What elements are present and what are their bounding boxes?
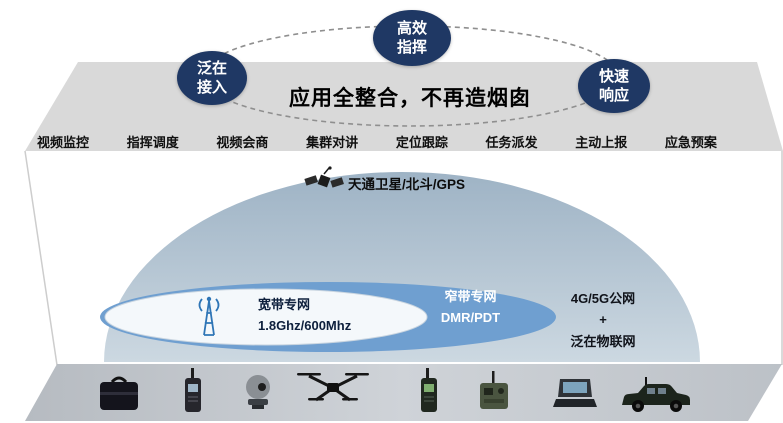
app-label-video-surveillance: 视频监控 [37, 135, 90, 150]
app-label-task-assignment: 任务派发 [485, 135, 538, 150]
broadband-network-label: 宽带专网 1.8Ghz/600Mhz [258, 297, 352, 334]
badge-rapid-response: 快速 响应 [578, 59, 650, 113]
app-label-active-reporting: 主动上报 [575, 135, 628, 150]
equipment-case-icon [96, 374, 142, 419]
drone-icon [296, 368, 370, 413]
app-label-trunked-talk: 集群对讲 [306, 135, 359, 150]
headline: 应用全整合，不再造烟囱 [289, 87, 531, 110]
app-label-position-tracking: 定位跟踪 [395, 135, 448, 150]
portable-terminal-icon [552, 377, 598, 418]
badge-efficient-command: 高效 指挥 [373, 10, 451, 66]
public-network-label: 4G/5G公网 + 泛在物联网 [570, 291, 636, 349]
ptz-camera-icon [240, 374, 276, 417]
broadband-ellipse [104, 288, 428, 346]
satellite-icon [303, 166, 345, 201]
handheld-radio2-icon [418, 368, 440, 419]
app-label-row: 视频监控 指挥调度 视频会商 集群对讲 定位跟踪 任务派发 主动上报 应急预案 [37, 132, 717, 151]
left-edge-line [24, 150, 58, 366]
satellite-label: 天通卫星/北斗/GPS [348, 177, 466, 192]
narrowband-network-label: 窄带专网 DMR/PDT [440, 289, 501, 326]
command-vehicle-icon [616, 376, 696, 419]
app-label-command-dispatch: 指挥调度 [126, 135, 179, 150]
app-label-video-conference: 视频会商 [216, 135, 269, 150]
badge-ubiquitous-access: 泛在 接入 [177, 51, 247, 105]
handheld-radio-icon [182, 368, 204, 419]
app-label-emergency-plan: 应急预案 [664, 135, 717, 150]
manpack-radio-icon [476, 371, 512, 418]
antenna-icon [194, 293, 224, 344]
